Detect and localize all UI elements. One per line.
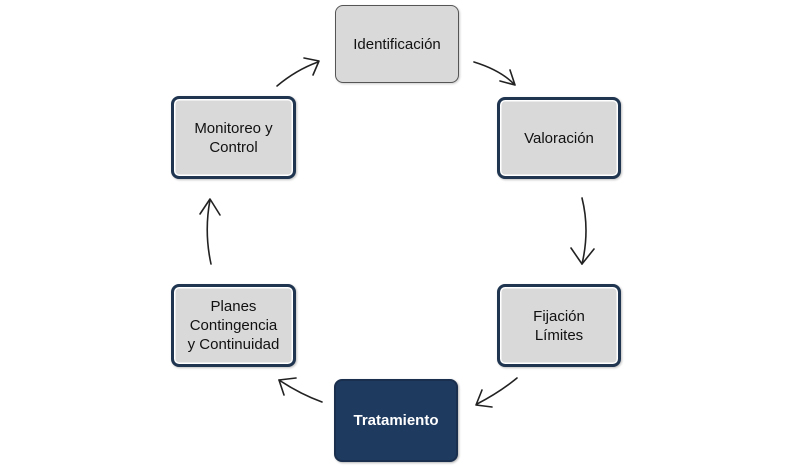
step-identificacion: Identificación bbox=[335, 5, 459, 83]
arrowhead-monitoreo-to-identificacion bbox=[303, 57, 320, 76]
step-label: Fijación Límites bbox=[533, 307, 585, 344]
arrow-identificacion-to-valoracion bbox=[473, 61, 515, 85]
arrow-monitoreo-to-identificacion bbox=[276, 61, 319, 87]
arrowhead-identificacion-to-valoracion bbox=[499, 69, 516, 86]
arrowhead-planes-to-monitoreo bbox=[199, 198, 221, 216]
arrow-tratamiento-to-planes bbox=[278, 379, 323, 403]
step-label: Monitoreo y Control bbox=[194, 119, 273, 156]
step-fijacion-limites: Fijación Límites bbox=[497, 284, 621, 367]
arrowhead-tratamiento-to-planes bbox=[278, 377, 297, 396]
arrowhead-valoracion-to-fijacion bbox=[570, 247, 595, 265]
step-tratamiento: Tratamiento bbox=[334, 379, 458, 462]
arrow-planes-to-monitoreo bbox=[206, 199, 212, 265]
step-label: Planes Contingencia y Continuidad bbox=[187, 298, 280, 353]
arrow-valoracion-to-fijacion bbox=[581, 197, 587, 265]
arrowhead-fijacion-to-tratamiento bbox=[475, 389, 493, 408]
arrow-fijacion-to-tratamiento bbox=[476, 377, 518, 405]
step-label: Identificación bbox=[353, 35, 441, 53]
step-planes-contingencia: Planes Contingencia y Continuidad bbox=[171, 284, 296, 367]
step-monitoreo-control: Monitoreo y Control bbox=[171, 96, 296, 179]
step-label: Tratamiento bbox=[353, 412, 439, 429]
step-label: Valoración bbox=[524, 129, 594, 147]
step-valoracion: Valoración bbox=[497, 97, 621, 179]
